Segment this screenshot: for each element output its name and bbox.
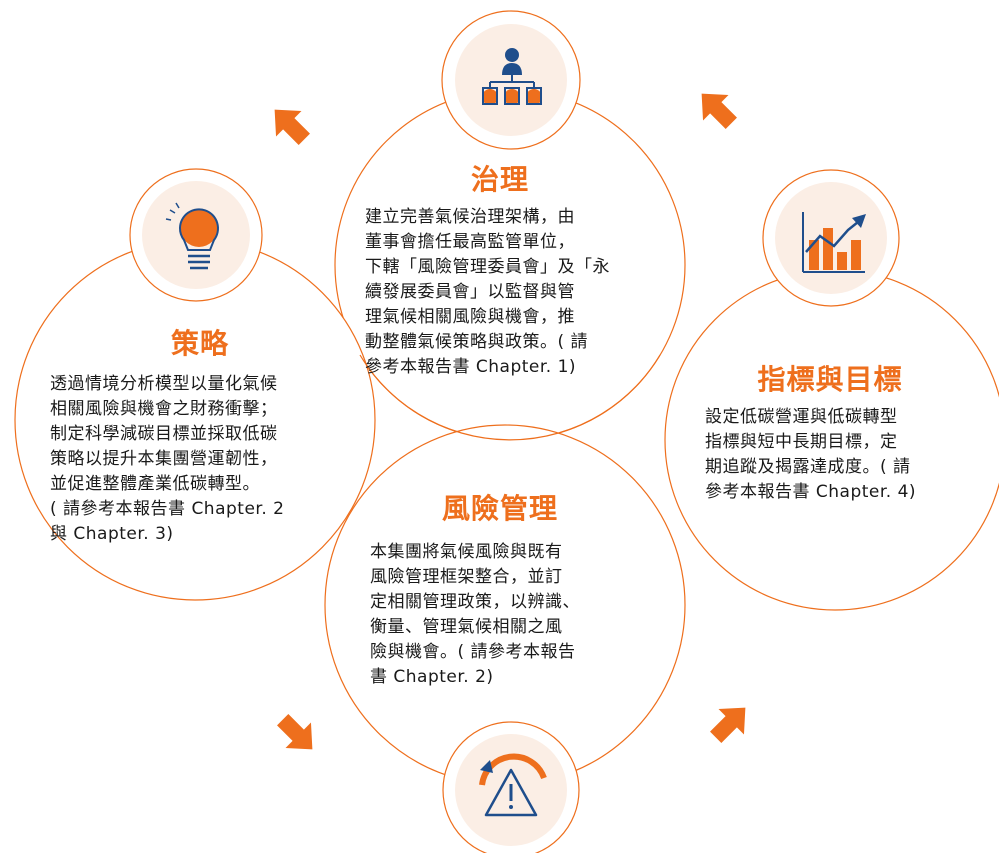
governance-title: 治理 xyxy=(470,163,529,196)
governance-description: 建立完善氣候治理架構，由 董事會擔任最高監管單位， 下轄「風險管理委員會」及「永… xyxy=(365,207,610,377)
strategy-title: 策略 xyxy=(170,327,229,360)
arrow-down-left-icon xyxy=(274,109,310,145)
risk-management-title: 風險管理 xyxy=(441,492,558,525)
risk-management-description: 本集團將氣候風險與既有 風險管理框架整合，並訂 定相關管理政策，以辨識、 衡量、… xyxy=(370,542,580,687)
metrics-targets-title: 指標與目標 xyxy=(757,363,903,396)
arrow-up-left-icon xyxy=(701,93,737,129)
warning-gauge-icon xyxy=(479,753,547,817)
arrow-down-right-icon xyxy=(277,714,313,750)
org-chart-icon xyxy=(482,48,542,105)
metrics-targets-description: 設定低碳營運與低碳轉型 指標與短中長期目標，定 期追蹤及揭露達成度。( 請 參考… xyxy=(705,407,917,502)
lightbulb-icon xyxy=(165,202,219,270)
governance-circle-front-arc xyxy=(359,354,661,441)
strategy-description: 透過情境分析模型以量化氣候 相關風險與機會之財務衝擊； 制定科學減碳目標並採取低… xyxy=(50,374,285,544)
growth-chart-icon xyxy=(802,212,866,273)
arrow-up-right-icon xyxy=(710,707,746,743)
